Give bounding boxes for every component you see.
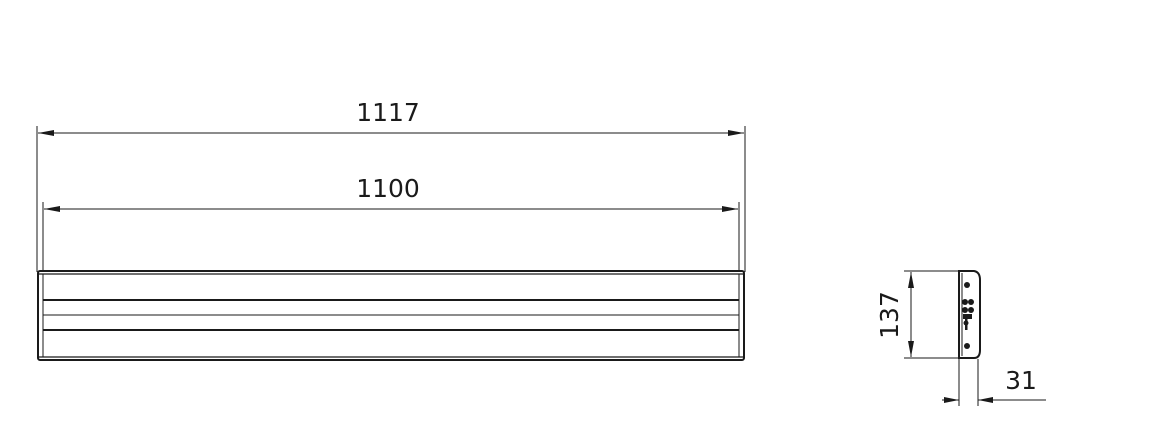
screw-hole-bottom bbox=[964, 343, 970, 349]
end-profile-outline bbox=[958, 270, 981, 359]
dimension-overall-length: 1117 bbox=[36, 98, 746, 272]
dimension-depth: 31 bbox=[942, 359, 1046, 406]
arrowhead-right bbox=[978, 397, 993, 403]
front-view: 1117 1100 bbox=[36, 98, 746, 361]
arrowhead-left bbox=[38, 130, 54, 136]
height-label: 137 bbox=[875, 291, 904, 339]
end-profile bbox=[958, 270, 981, 359]
bar-outline bbox=[37, 270, 745, 361]
profile-groove-detail bbox=[962, 299, 974, 330]
dimension-height: 137 bbox=[875, 270, 958, 359]
arrowhead-left bbox=[944, 397, 959, 403]
arrowhead-top bbox=[908, 272, 914, 288]
screw-hole-top bbox=[964, 282, 970, 288]
arrowhead-right bbox=[728, 130, 744, 136]
dimension-inner-length: 1100 bbox=[42, 174, 740, 272]
side-view: 137 31 bbox=[875, 270, 1046, 406]
arrowhead-right bbox=[722, 206, 738, 212]
arrowhead-bottom bbox=[908, 341, 914, 357]
overall-length-label: 1117 bbox=[356, 98, 420, 127]
profile-bar bbox=[37, 270, 745, 361]
inner-length-label: 1100 bbox=[356, 174, 420, 203]
arrowhead-left bbox=[44, 206, 60, 212]
depth-label: 31 bbox=[1005, 366, 1037, 395]
